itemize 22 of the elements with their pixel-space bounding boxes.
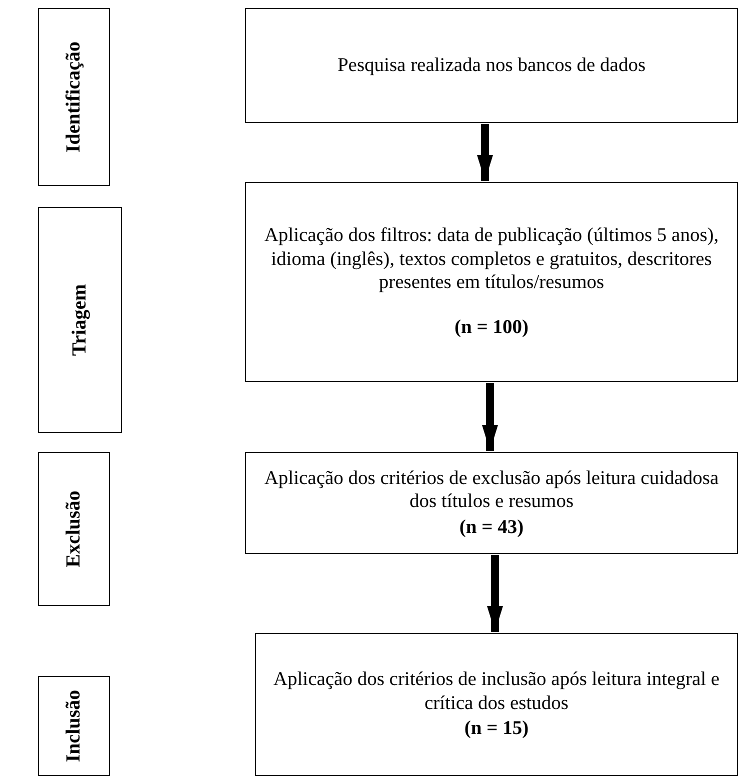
process-box — [245, 182, 738, 382]
count-label: (n = 15) — [464, 717, 529, 741]
stage-label: Triagem — [68, 284, 92, 356]
arrow — [482, 383, 498, 451]
stage-label-box — [38, 207, 122, 433]
process-box — [245, 452, 738, 554]
stage-label: Inclusão — [62, 690, 86, 762]
stage-label: Identificação — [62, 41, 86, 153]
arrow — [477, 124, 493, 181]
step-description: Pesquisa realizada nos bancos de dados — [337, 54, 646, 78]
count-label: (n = 100) — [454, 316, 528, 340]
stage-label-box — [38, 676, 110, 776]
step-description: Aplicação dos critérios de exclusão após leitura cuidadosa dos títulos e resumos — [263, 466, 720, 514]
stage-label-box — [38, 8, 110, 186]
process-box — [245, 8, 738, 123]
arrow — [487, 555, 503, 632]
count-label: (n = 43) — [459, 516, 524, 540]
step-description: Aplicação dos critérios de inclusão após leitura integral e crítica dos estudos — [272, 668, 721, 716]
process-box — [255, 633, 738, 776]
stage-label-box — [38, 452, 110, 606]
stage-label: Exclusão — [62, 490, 86, 568]
step-description: Aplicação dos filtros: data de publicação (últimos 5 anos), idioma (inglês), textos completos e gratuitos, descritores presentes em títulos/resumos — [263, 224, 720, 294]
